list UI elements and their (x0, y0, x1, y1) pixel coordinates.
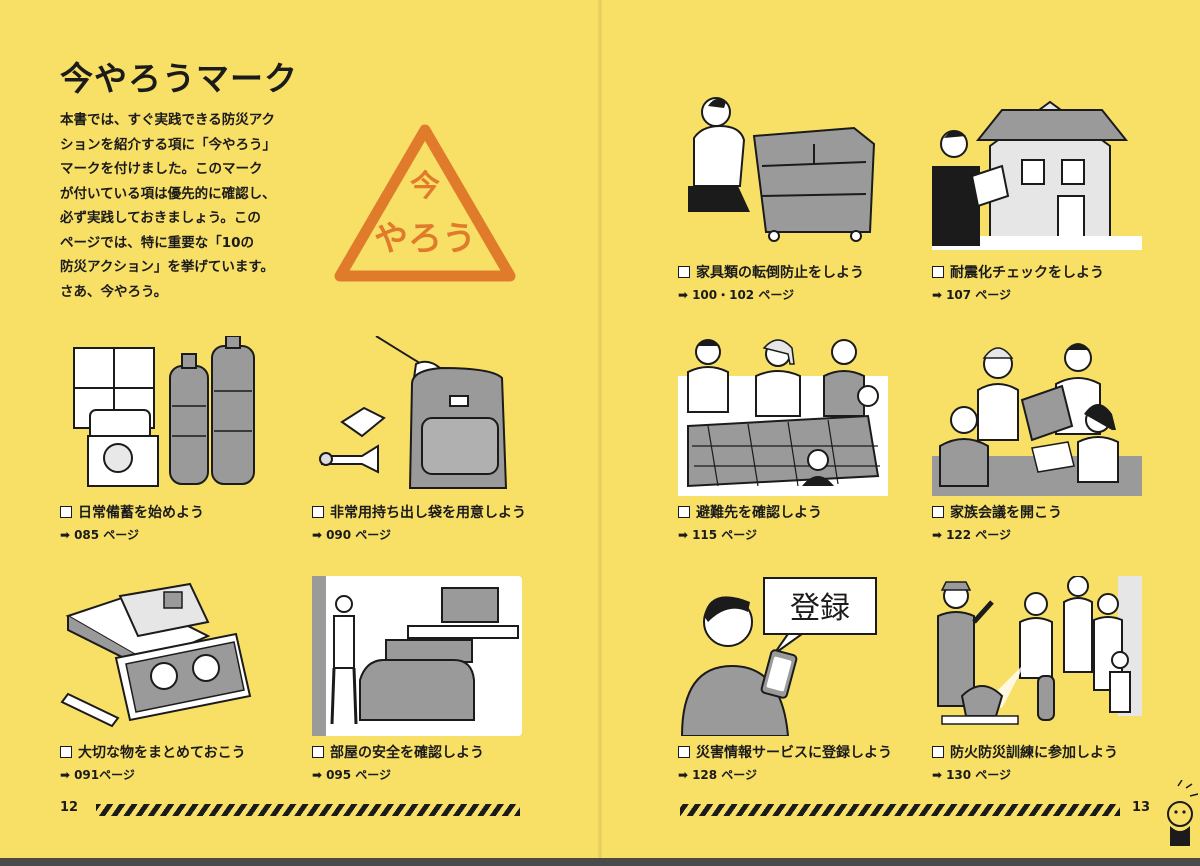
action-page: 128 ページ (692, 768, 758, 782)
action-card-disaster-info: 登録 災害情報サービスに登録しよう ➡128 ページ (678, 576, 918, 783)
action-title: 耐震化チェックをしよう (950, 265, 1104, 281)
action-page: 091ページ (74, 768, 135, 782)
room-safety-illustration (312, 576, 522, 736)
page-number-left: 12 (60, 800, 79, 815)
action-card-fire-drill: 防火防災訓練に参加しよう ➡130 ページ (932, 576, 1172, 783)
checkbox-icon[interactable] (60, 746, 72, 758)
arrow-right-icon: ➡ (678, 767, 689, 782)
page-number-right: 13 (1132, 800, 1151, 815)
action-title: 家具類の転倒防止をしよう (696, 265, 864, 281)
register-sign-text: 登録 (790, 591, 850, 626)
hazard-stripe-right (680, 804, 1120, 816)
action-card-earthquake-check: 耐震化チェックをしよう ➡107 ページ (932, 96, 1172, 303)
arrow-right-icon: ➡ (932, 767, 943, 782)
family-meeting-illustration (932, 343, 1142, 496)
fire-drill-illustration (937, 576, 1142, 725)
action-title: 大切な物をまとめておこう (78, 745, 246, 761)
intro-line: マークを付けました。このマーク (60, 161, 263, 177)
intro-line: ションを紹介する項に「今やろう」 (60, 136, 276, 153)
intro-text: 本書では、すぐ実践できる防災アク ションを紹介する項に「今やろう」 マークを付け… (60, 108, 310, 304)
intro-line: 本書では、すぐ実践できる防災アク (60, 112, 276, 128)
action-card-family-meeting: 家族会議を開こう ➡122 ページ (932, 336, 1172, 543)
arrow-right-icon: ➡ (60, 527, 71, 542)
action-card-furniture: 家具類の転倒防止をしよう ➡100・102 ページ (678, 96, 918, 303)
action-page: 100・102 ページ (692, 288, 795, 302)
checkbox-icon[interactable] (312, 746, 324, 758)
action-card-emergency-bag: 非常用持ち出し袋を用意しよう ➡090 ページ (312, 336, 552, 543)
furniture-illustration (688, 97, 876, 242)
checkbox-icon[interactable] (678, 506, 690, 518)
action-page: 115 ページ (692, 528, 758, 542)
arrow-right-icon: ➡ (678, 527, 689, 542)
intro-line: さあ、今やろう。 (60, 283, 168, 300)
action-title: 部屋の安全を確認しよう (330, 745, 484, 761)
arrow-right-icon: ➡ (932, 527, 943, 542)
action-page: 090 ページ (326, 528, 392, 542)
action-page: 130 ページ (946, 768, 1012, 782)
action-title: 日常備蓄を始めよう (78, 505, 204, 521)
action-title: 防火防災訓練に参加しよう (950, 745, 1118, 761)
action-title: 非常用持ち出し袋を用意しよう (330, 505, 526, 521)
action-title: 避難先を確認しよう (696, 505, 822, 521)
checkbox-icon[interactable] (60, 506, 72, 518)
arrow-right-icon: ➡ (312, 527, 323, 542)
checkbox-icon[interactable] (678, 266, 690, 278)
badge-line1: 今 (410, 169, 440, 204)
gutter-shadow (598, 0, 602, 858)
arrow-right-icon: ➡ (312, 767, 323, 782)
action-title: 災害情報サービスに登録しよう (696, 745, 892, 761)
action-card-evacuation: 避難先を確認しよう ➡115 ページ (678, 336, 918, 543)
page-title: 今やろうマーク (60, 59, 298, 98)
screen-bottom-bar (0, 858, 1200, 866)
checkbox-icon[interactable] (678, 746, 690, 758)
intro-line: 必ず実践しておきましょう。この (60, 210, 261, 226)
action-card-daily-stock: 日常備蓄を始めよう ➡085 ページ (60, 336, 300, 543)
valuables-illustration (60, 582, 252, 728)
checkbox-icon[interactable] (932, 746, 944, 758)
action-title: 家族会議を開こう (950, 505, 1062, 521)
stockpile-illustration (73, 336, 255, 487)
checkbox-icon[interactable] (312, 506, 324, 518)
action-card-room-safety: 部屋の安全を確認しよう ➡095 ページ (312, 576, 552, 783)
arrow-right-icon: ➡ (60, 767, 71, 782)
hazard-stripe-left (96, 804, 520, 816)
action-page: 107 ページ (946, 288, 1012, 302)
phone-register-illustration: 登録 (680, 577, 877, 736)
badge-line2: やろう (374, 219, 476, 259)
evacuation-map-illustration (678, 339, 888, 496)
arrow-right-icon: ➡ (678, 287, 689, 302)
intro-line: 防災アクション」を挙げています。 (60, 259, 274, 275)
imayarou-mark-icon: 今 やろう (334, 124, 516, 282)
action-page: 095 ページ (326, 768, 392, 782)
checkbox-icon[interactable] (932, 266, 944, 278)
intro-line: ページでは、特に重要な「10の (60, 234, 255, 251)
house-check-illustration (932, 100, 1142, 250)
emergency-bag-illustration (319, 336, 508, 489)
action-page: 085 ページ (74, 528, 140, 542)
checkbox-icon[interactable] (932, 506, 944, 518)
arrow-right-icon: ➡ (932, 287, 943, 302)
mascot-icon (1167, 780, 1199, 846)
action-page: 122 ページ (946, 528, 1012, 542)
intro-line: が付いている項は優先的に確認し、 (60, 185, 276, 202)
action-card-valuables: 大切な物をまとめておこう ➡091ページ (60, 576, 300, 783)
